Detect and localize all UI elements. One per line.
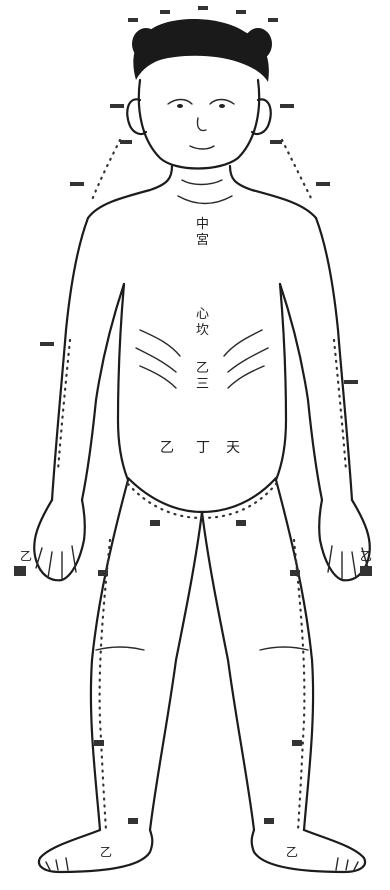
label-abdomen-upper: 心 [196,307,209,322]
label-belly-right: 天 [226,440,240,456]
label-chest-center: 中 [196,217,209,232]
label-chest-center-2: 宮 [196,232,209,248]
label-belly-center: 丁 [196,440,210,456]
head [127,80,271,169]
hair [132,19,272,82]
label-hand-right: 乙 [360,549,372,563]
feet [39,830,365,872]
legs [91,480,313,830]
label-belly-left: 乙 [160,440,174,456]
acupoint-marks [14,6,372,824]
label-abdomen-mid: 乙 [196,361,209,376]
label-foot-left: 乙 [100,845,112,859]
label-abdomen-upper-2: 坎 [196,323,209,338]
arms [52,218,352,500]
label-abdomen-mid-2: 三 [196,377,209,392]
label-hand-left: 乙 [20,549,32,563]
label-foot-right: 乙 [286,845,298,859]
